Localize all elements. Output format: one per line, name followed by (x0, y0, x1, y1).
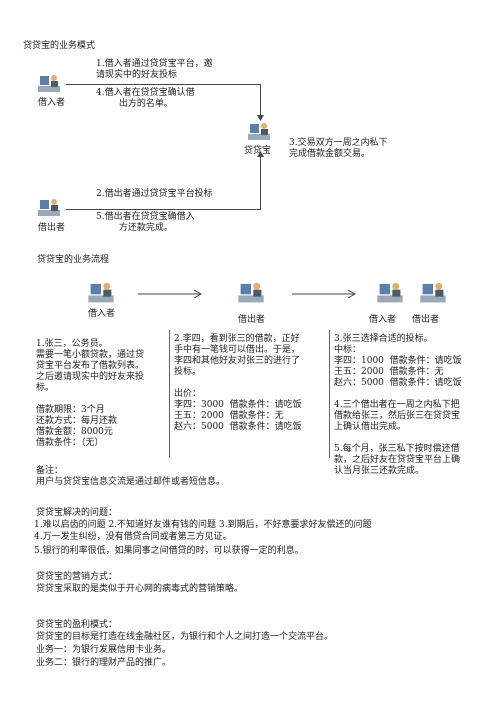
marketing-body: 贷贷宝采取的是类似于开心网的病毒式的营销策略。 (36, 584, 244, 594)
flow-divider-2 (329, 330, 330, 458)
profit-biz2: 业务二：银行的理财产品的推广。 (36, 658, 172, 668)
flow-note: 备注： 用户与贷贷宝信息交流是通过邮件或者短信息。 (36, 466, 226, 487)
model-title: 贷贷宝的业务模式 (23, 41, 96, 51)
solve-line1: 1.难以启齿的问题 2.不知道好友谁有钱的问题 3.到期后，不好意要求好友偿还的… (34, 520, 372, 530)
top-connector-v (260, 84, 261, 116)
profit-biz1: 业务一：为银行发展信用卡业务。 (36, 645, 172, 655)
flow-borrower-in2-icon (375, 279, 405, 305)
step3-text: 3.交易双方一周之内私下 完成借款金额交易。 (289, 138, 388, 159)
flow-arrow-1 (138, 290, 203, 298)
step1-text: 1.借入者通过贷贷宝平台，邀 请现实中的好友投标 (96, 59, 213, 80)
solve-title: 贷贷宝解决的问题： (36, 508, 118, 518)
solve-line3: 5.银行的利率很低，如果同事之间借贷的时，可以获得一定的利息。 (34, 546, 304, 556)
platform-label: 贷贷宝 (244, 146, 272, 156)
solve-line2: 4.万一发生纠纷，没有借贷合同或者第三方见证。 (34, 532, 232, 542)
top-connector-h (66, 84, 260, 85)
profit-body: 贷贷宝的目标是打造在线金融社区，为银行和个人之间打造一个交流平台。 (36, 632, 334, 642)
flow-borrower-out2-icon (418, 279, 448, 305)
flow-arrow-2 (292, 290, 357, 298)
platform-icon (246, 120, 272, 142)
step5-text: 5.借出者在贷贷宝确借入 方还款完成。 (96, 212, 195, 233)
flow-borrower-in-icon (86, 279, 116, 305)
flow-label-in2: 借入者 (369, 315, 397, 325)
flow-col3: 3.张三选择合适的投标。 中标： 李四：1000 借款条件：请吃饭 王五：200… (334, 334, 462, 476)
bottom-arrow-head (257, 151, 264, 157)
marketing-title: 贷贷宝的营销方式： (36, 572, 118, 582)
borrower-in-icon (36, 72, 62, 94)
flow-label-in: 借入者 (88, 309, 116, 319)
borrower-out-icon (36, 196, 62, 218)
flow-col2: 2.李四，看到张三的借款，正好 手中有一笔钱可以借出。于是， 李四和其他好友对张… (174, 334, 302, 432)
profit-title: 贷贷宝的盈利模式： (36, 620, 118, 630)
flow-borrower-out-icon (236, 279, 266, 305)
borrower-in-label: 借入者 (38, 98, 66, 108)
flow-divider-1 (169, 330, 170, 458)
flow-col1: 1.张三，公务员。 需要一笔小额贷款，通过贷 贷宝平台发布了借款列表。 之后邀请… (36, 339, 145, 448)
bottom-connector-h (66, 209, 260, 210)
flow-label-out2: 借出者 (412, 315, 440, 325)
step2-text: 2.借出者通过贷贷宝平台投标 (96, 189, 213, 199)
step4-text: 4.借入者在贷贷宝确认借 出方的名单。 (96, 88, 195, 109)
top-arrow-head (257, 115, 264, 121)
flow-label-out: 借出者 (238, 315, 266, 325)
flow-title: 贷贷宝的业务流程 (37, 255, 110, 265)
borrower-out-label: 借出者 (38, 223, 66, 233)
bottom-connector-v (260, 156, 261, 210)
